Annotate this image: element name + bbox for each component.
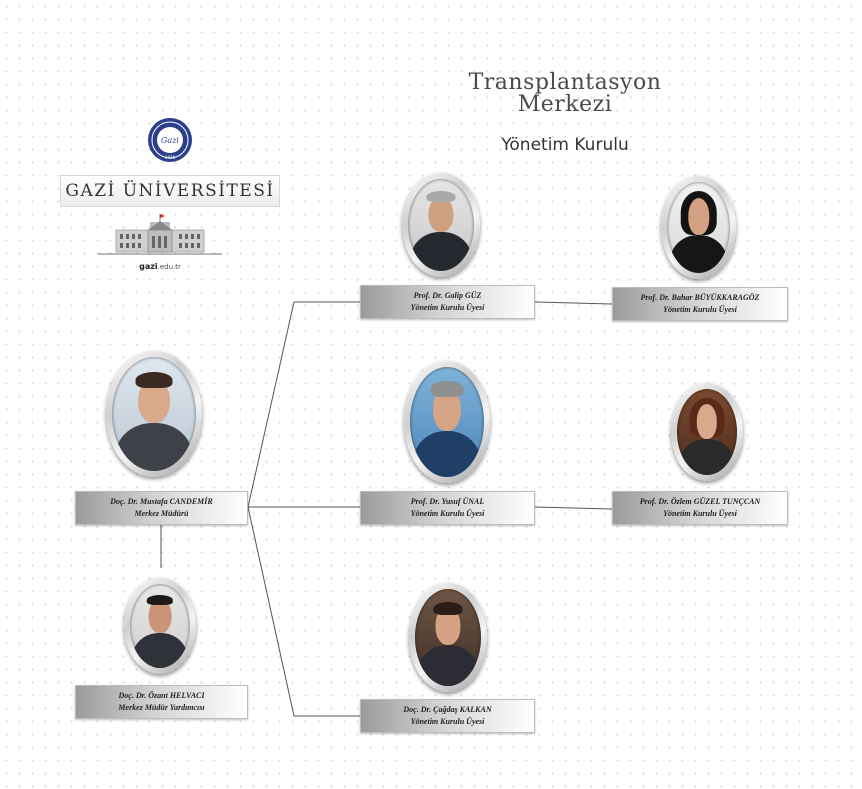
name-card-buyukkaragoz: Prof. Dr. Bahar BÜYÜKKARAGÖZ Yönetim Kur…	[612, 287, 788, 321]
portrait-photo-unal	[410, 367, 484, 477]
person-role: Yönetim Kurulu Üyesi	[663, 509, 737, 518]
name-card-unal: Prof. Dr. Yusuf ÜNAL Yönetim Kurulu Üyes…	[360, 491, 535, 525]
chart-title-line2: Merkezi	[517, 92, 613, 117]
person-role: Yönetim Kurulu Üyesi	[410, 717, 485, 726]
portrait-photo-helvaci	[130, 584, 190, 668]
connector-director-guz-a	[247, 301, 295, 508]
chart-title: Transplantasyon Merkezi	[440, 72, 690, 116]
seal-year: 1926	[165, 155, 176, 160]
person-role: Merkez Müdür Yardımcısı	[118, 703, 205, 712]
portrait-photo-tunccan	[677, 389, 737, 475]
portrait-frame-buyukkaragoz	[661, 176, 736, 279]
name-card-kalkan: Doç. Dr. Çağdaş KALKAN Yönetim Kurulu Üy…	[360, 699, 535, 733]
name-card-helvaci: Doç. Dr. Özant HELVACI Merkez Müdür Yard…	[75, 685, 248, 719]
person-role: Yönetim Kurulu Üyesi	[410, 509, 485, 518]
portrait-frame-unal	[404, 361, 490, 483]
name-card-candemir: Doç. Dr. Mustafa CANDEMİR Merkez Müdürü	[75, 491, 248, 525]
person-name: Doç. Dr. Mustafa CANDEMİR	[110, 497, 213, 506]
name-card-guz: Prof. Dr. Galip GÜZ Yönetim Kurulu Üyesi	[360, 285, 535, 319]
connector-unal-tunccan	[534, 506, 613, 510]
connector-guz-buyukkaragoz	[534, 301, 613, 305]
person-name: Prof. Dr. Bahar BÜYÜKKARAGÖZ	[640, 293, 760, 302]
university-domain: gazi.edu.tr	[100, 262, 220, 271]
person-role: Yönetim Kurulu Üyesi	[410, 303, 485, 312]
person-name: Prof. Dr. Özlem GÜZEL TUNÇCAN	[639, 497, 761, 506]
name-card-tunccan: Prof. Dr. Özlem GÜZEL TUNÇCAN Yönetim Ku…	[612, 491, 788, 525]
portrait-photo-buyukkaragoz	[667, 182, 730, 273]
portrait-photo-kalkan	[415, 589, 481, 686]
person-name: Prof. Dr. Galip GÜZ	[413, 291, 482, 300]
university-seal-logo: Gazi 1926	[148, 118, 192, 162]
domain-suffix: .edu.tr	[157, 263, 181, 271]
portrait-frame-kalkan	[409, 583, 487, 692]
chart-subtitle: Yönetim Kurulu	[501, 135, 629, 155]
portrait-photo-guz	[408, 179, 474, 271]
portrait-frame-candemir	[106, 351, 202, 477]
person-role: Yönetim Kurulu Üyesi	[663, 305, 737, 314]
person-role: Merkez Müdürü	[134, 509, 189, 518]
person-name: Prof. Dr. Yusuf ÜNAL	[410, 497, 485, 506]
chart-title-line1: Transplantasyon	[468, 70, 662, 95]
portrait-frame-helvaci	[124, 578, 196, 674]
portrait-frame-guz	[402, 173, 480, 277]
university-building-logo	[98, 214, 222, 255]
person-name: Doç. Dr. Çağdaş KALKAN	[403, 705, 492, 714]
portrait-photo-candemir	[112, 357, 196, 471]
seal-text: Gazi	[161, 136, 179, 145]
portrait-frame-tunccan	[671, 383, 743, 481]
person-name: Doç. Dr. Özant HELVACI	[118, 691, 205, 700]
university-name-banner: GAZİ ÜNİVERSİTESİ	[60, 175, 280, 207]
domain-main: gazi	[139, 262, 158, 271]
connector-director-kalkan-a	[247, 506, 295, 717]
